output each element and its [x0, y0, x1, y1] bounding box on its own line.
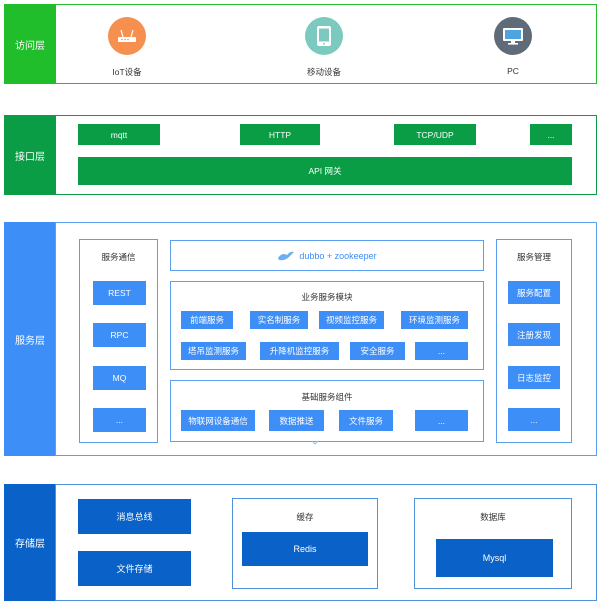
protocol-more: ... [530, 124, 572, 145]
access-layer-label: 访问层 [4, 4, 56, 84]
base-push: 数据推送 [269, 410, 324, 431]
mgmt-discovery: 注册发现 [508, 323, 560, 346]
iot-device-icon [108, 17, 146, 55]
interface-layer-label: 接口层 [4, 115, 56, 195]
protocol-mqtt: mqtt [78, 124, 160, 145]
registry-text: dubbo + zookeeper [299, 250, 377, 261]
storage-layer-text: 存储层 [15, 539, 45, 550]
mobile-device-label: 移动设备 [306, 67, 341, 77]
api-gateway: API 网关 [78, 157, 572, 185]
protocol-tcp-udp: TCP/UDP [394, 124, 476, 145]
mgmt-more: ... [508, 408, 560, 431]
comm-mq: MQ [93, 366, 146, 390]
mgmt-log: 日志监控 [508, 366, 560, 389]
biz-tower: 塔吊监测服务 [181, 342, 246, 360]
biz-frontend: 前端服务 [181, 311, 233, 329]
pc-device-icon [494, 17, 532, 55]
base-iot-comm: 物联网设备通信 [181, 410, 255, 431]
pc-device-label: PC [507, 66, 519, 76]
dubbo-bird-icon [278, 251, 295, 260]
base-more: ... [415, 410, 468, 431]
db-mysql: Mysql [436, 539, 553, 577]
db-title: 数据库 [480, 512, 506, 522]
biz-video: 视频监控服务 [319, 311, 384, 329]
interface-layer-text: 接口层 [15, 151, 45, 163]
router-icon [118, 29, 136, 42]
mgmt-config: 服务配置 [508, 281, 560, 304]
biz-more: ... [415, 342, 468, 360]
base-file: 文件服务 [339, 410, 393, 431]
cache-redis: Redis [242, 532, 368, 566]
mobile-device-icon [305, 17, 343, 55]
comm-rpc: RPC [93, 323, 146, 347]
comm-rest: REST [93, 281, 146, 305]
service-layer-label: 服务层 [4, 222, 56, 456]
access-layer-text: 访问层 [15, 40, 45, 52]
business-title: 业务服务模块 [301, 292, 353, 302]
biz-env: 环境监测服务 [401, 311, 468, 329]
protocol-http: HTTP [240, 124, 320, 145]
biz-safety: 安全服务 [350, 342, 405, 360]
biz-realname: 实名制服务 [250, 311, 308, 329]
comm-more: ... [93, 408, 146, 432]
storage-file: 文件存储 [78, 551, 191, 586]
iot-device-label: IoT设备 [112, 67, 142, 77]
base-title: 基础服务组件 [301, 392, 353, 402]
service-layer-text: 服务层 [15, 335, 45, 347]
registry-panel: dubbo + zookeeper [170, 240, 484, 271]
storage-message-bus: 消息总线 [78, 499, 191, 534]
cache-title: 缓存 [296, 512, 314, 522]
biz-elevator: 升降机监控服务 [260, 342, 339, 360]
tablet-icon [317, 26, 331, 46]
service-comm-title: 服务通信 [101, 252, 136, 262]
chevron-down-icon [311, 440, 319, 445]
storage-layer-label: 存储层 [4, 484, 56, 601]
service-mgmt-title: 服务管理 [516, 252, 551, 262]
monitor-icon [503, 28, 523, 45]
